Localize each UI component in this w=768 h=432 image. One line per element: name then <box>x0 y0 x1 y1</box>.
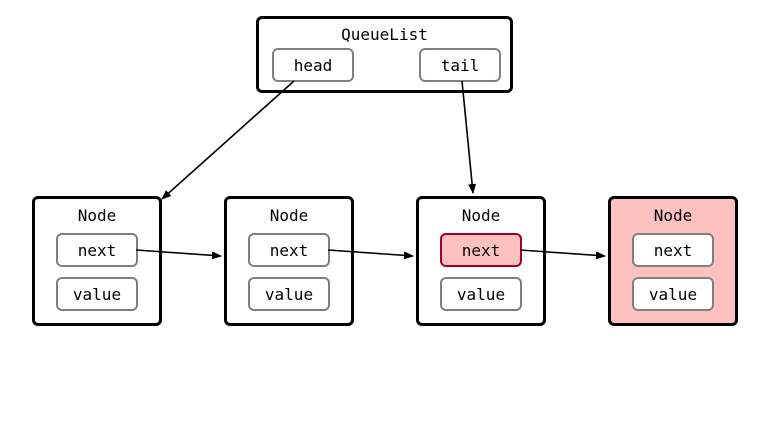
tail-field: tail <box>419 48 501 82</box>
node2-next-arrow <box>327 249 414 260</box>
next-field-highlighted: next <box>440 233 522 267</box>
next-field: next <box>248 233 330 267</box>
head-field: head <box>272 48 354 82</box>
queuelist-box: QueueList head tail <box>256 16 513 93</box>
head-to-node1-arrow <box>161 80 295 200</box>
value-field: value <box>248 277 330 311</box>
node-box-3: Node next value <box>416 196 546 326</box>
node-box-4-highlighted: Node next value <box>608 196 738 326</box>
node-title: Node <box>77 206 117 225</box>
queuelist-title: QueueList <box>341 25 428 44</box>
node-title: Node <box>461 206 501 225</box>
node3-next-arrow <box>519 249 606 260</box>
node-title: Node <box>653 206 693 225</box>
next-field: next <box>632 233 714 267</box>
next-field: next <box>56 233 138 267</box>
node-title: Node <box>269 206 309 225</box>
tail-to-node3-arrow <box>461 80 477 194</box>
value-field: value <box>56 277 138 311</box>
node1-next-arrow <box>135 249 222 260</box>
node-box-1: Node next value <box>32 196 162 326</box>
node-box-2: Node next value <box>224 196 354 326</box>
value-field: value <box>440 277 522 311</box>
value-field: value <box>632 277 714 311</box>
